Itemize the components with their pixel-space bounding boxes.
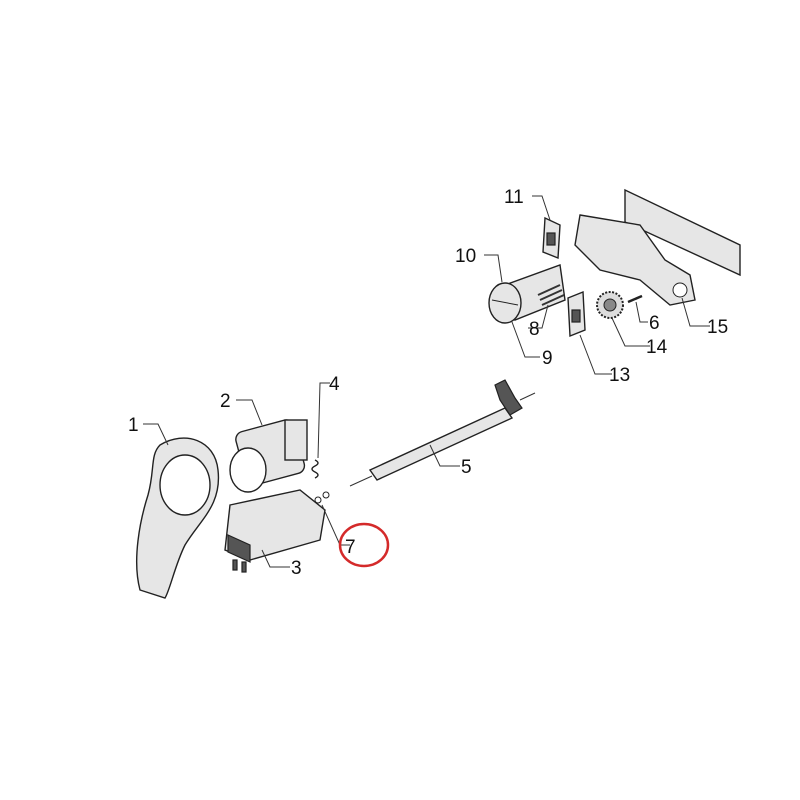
- label-part-14: 14: [646, 337, 668, 358]
- label-part-4: 4: [329, 374, 340, 395]
- part-11-button[interactable]: [542, 216, 561, 260]
- part-4-spring[interactable]: [311, 459, 319, 479]
- label-part-6: 6: [649, 313, 660, 334]
- part-8-spring[interactable]: [537, 284, 565, 306]
- leader-lines: [143, 195, 710, 568]
- part-3-body[interactable]: [224, 489, 326, 573]
- label-part-1: 1: [128, 415, 139, 436]
- part-14-gear[interactable]: [596, 291, 624, 319]
- label-part-9: 9: [542, 348, 553, 369]
- part-2-cartridge[interactable]: [229, 418, 308, 493]
- label-part-7: 7: [345, 537, 356, 558]
- part-13-button[interactable]: [567, 290, 586, 338]
- part-7-orings[interactable]: [314, 491, 330, 504]
- label-part-3: 3: [291, 558, 302, 579]
- label-part-11: 11: [504, 187, 524, 208]
- part-10-knob[interactable]: [488, 264, 566, 324]
- part-1-cover[interactable]: [135, 437, 220, 599]
- part-15-frame[interactable]: [574, 188, 741, 306]
- label-part-15: 15: [707, 317, 728, 338]
- part-5-rod[interactable]: [349, 379, 536, 487]
- label-part-8: 8: [529, 319, 540, 340]
- highlight-circle-part-7: [338, 522, 390, 568]
- label-part-2: 2: [220, 391, 231, 412]
- label-part-13: 13: [609, 365, 630, 386]
- label-part-5: 5: [461, 457, 472, 478]
- part-6-screw[interactable]: [627, 294, 643, 304]
- label-part-10: 10: [455, 246, 476, 267]
